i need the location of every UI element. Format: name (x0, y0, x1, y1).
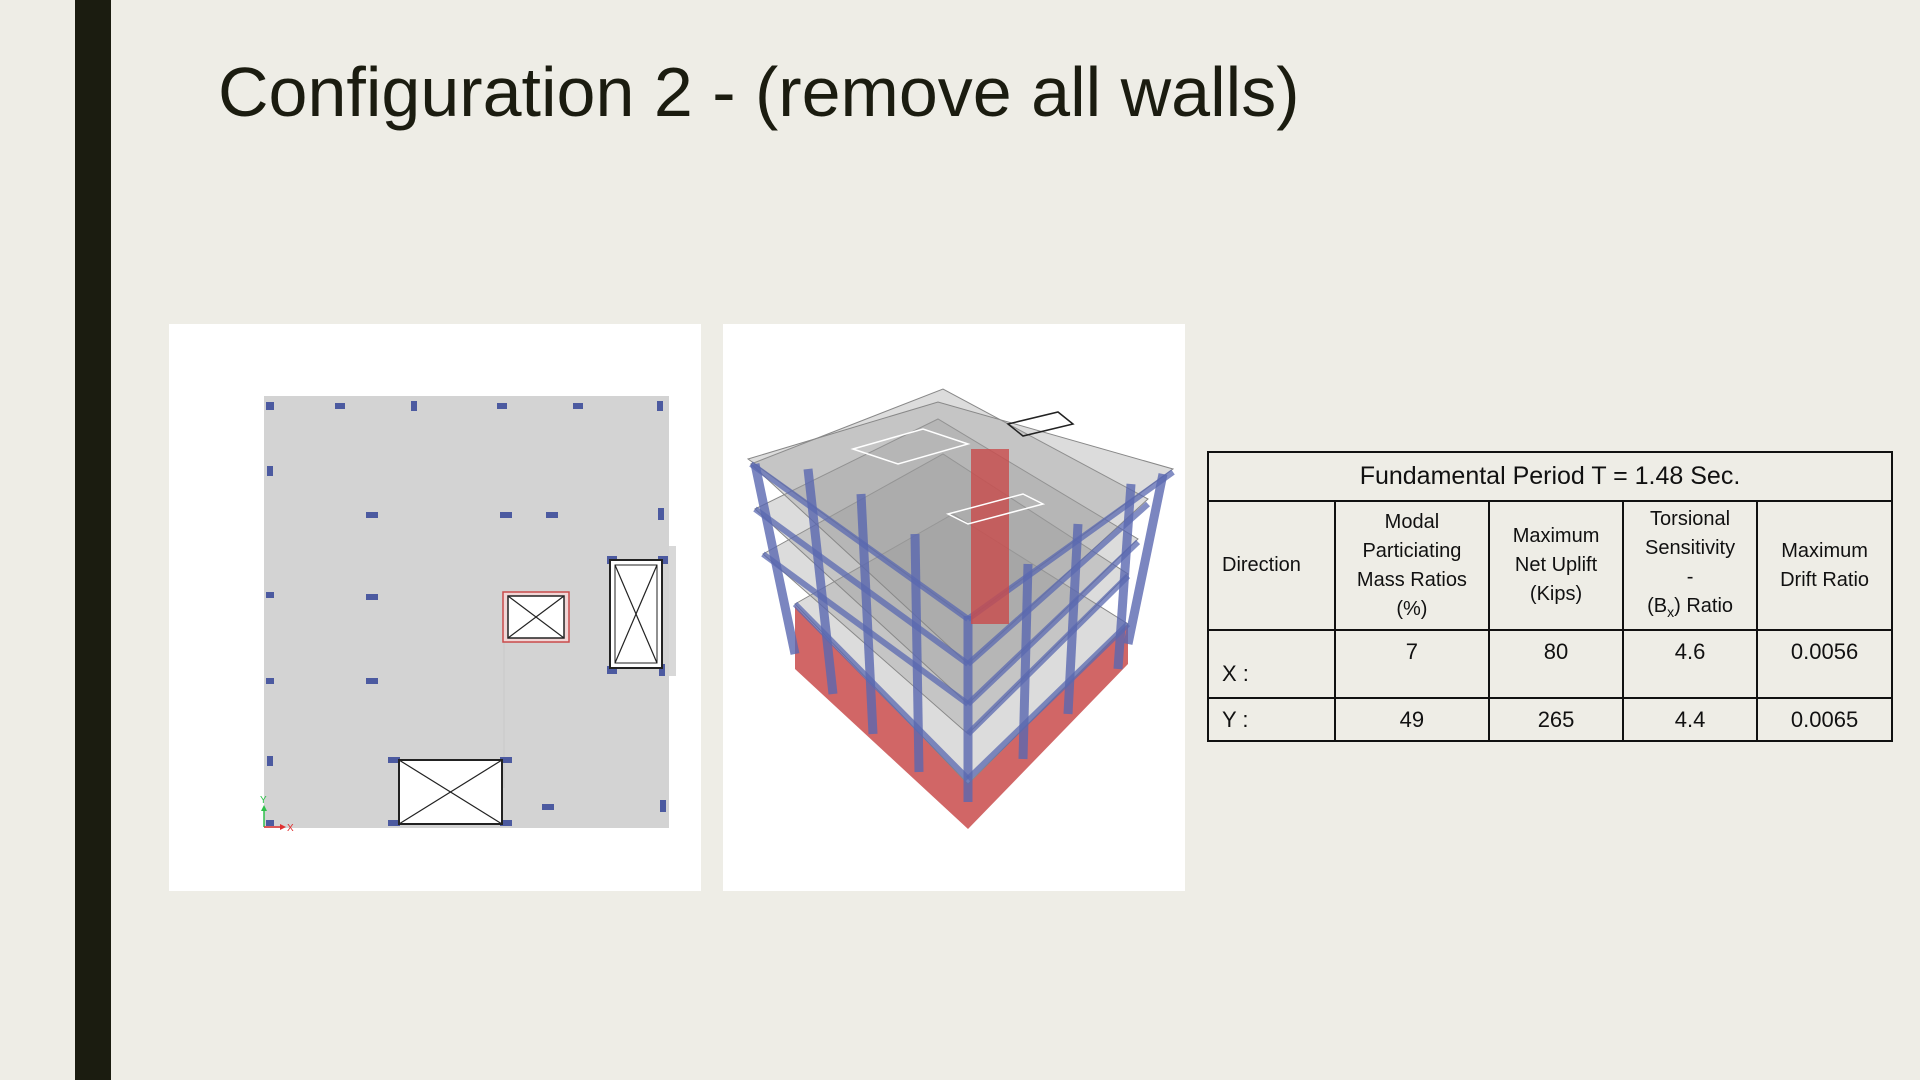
3d-model-image (723, 324, 1185, 891)
accent-bar (75, 0, 111, 1080)
row-label: X : (1207, 629, 1336, 699)
cell-torsion: 4.4 (1621, 697, 1759, 742)
floor-plan-drawing: X Y (260, 396, 676, 834)
table-row: Y : 49 265 4.4 0.0065 (1207, 697, 1893, 742)
fundamental-period: Fundamental Period T = 1.48 Sec. (1207, 451, 1893, 502)
cell-drift: 0.0056 (1756, 629, 1893, 699)
cell-uplift: 80 (1488, 629, 1624, 699)
header-direction: Direction (1207, 500, 1336, 631)
floor-slab (264, 396, 669, 828)
core-walls (971, 449, 1009, 624)
3d-model-drawing (746, 388, 1175, 829)
header-torsional-sensitivity: Torsional Sensitivity - (Bx) Ratio (1621, 500, 1759, 631)
axis-y-label: Y (260, 795, 267, 806)
axis-x-label: X (287, 823, 294, 834)
header-drift-ratio: Maximum Drift Ratio (1756, 500, 1893, 631)
row-label: Y : (1207, 697, 1336, 742)
results-table: Fundamental Period T = 1.48 Sec. Directi… (1207, 451, 1893, 742)
floor-plan-image: X Y (169, 324, 701, 891)
axis-icon (261, 805, 286, 830)
cell-torsion: 4.6 (1621, 629, 1759, 699)
table-row: X : 7 80 4.6 0.0056 (1207, 629, 1893, 699)
cell-drift: 0.0065 (1756, 697, 1893, 742)
header-net-uplift: Maximum Net Uplift (Kips) (1488, 500, 1624, 631)
cell-modal: 7 (1333, 629, 1491, 699)
header-modal-mass-ratios: Modal Particiating Mass Ratios (%) (1333, 500, 1491, 631)
slide-title: Configuration 2 - (remove all walls) (218, 53, 1300, 131)
cell-uplift: 265 (1488, 697, 1624, 742)
cell-modal: 49 (1333, 697, 1491, 742)
table-header-row: Direction Modal Particiating Mass Ratios… (1207, 500, 1893, 631)
